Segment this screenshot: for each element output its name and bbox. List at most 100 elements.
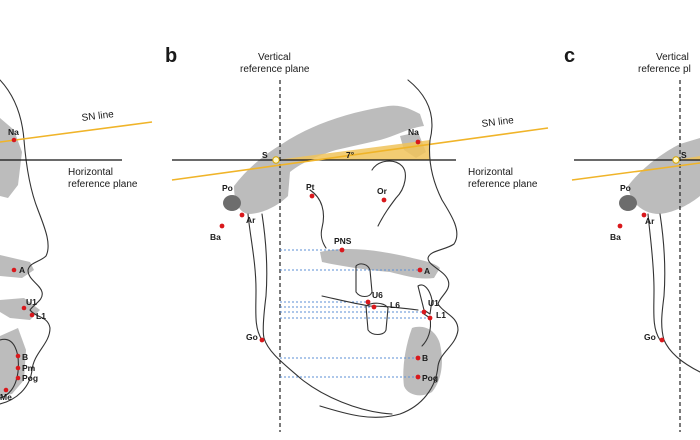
panel-b-label-s: S [262,150,268,160]
panel-b-point-pog [415,374,421,380]
panel-b-sn-line [171,127,549,181]
panel-b-upper-molar [355,263,373,298]
panel-b-horizontal-reference-label-1: Horizontal [468,167,513,178]
panel-c-ramus-outline [647,213,661,341]
panel-b-point-na [415,139,421,145]
panel-b-vertical-reference-label-2: reference plane [240,64,310,75]
panel-c-label-ar: Ar [645,216,655,226]
panel-b-label-pog: Pog [422,373,438,383]
panel-b-label-u1: U1 [428,298,439,308]
panel-b-point-u6 [365,299,371,305]
panel-b-label-b: B [422,353,428,363]
panel-c-point-go [659,337,665,343]
panel-c: c Vertical reference pl S Po Ar Ba Go [564,45,700,432]
panel-a-cranial-bone [0,118,22,198]
panel-b-vertical-reference-label-1: Vertical [258,52,291,63]
panel-b-cranial-base-bone [234,105,424,214]
panel-b-porion-bone [223,195,241,211]
panel-b-label-l1: L1 [436,310,446,320]
panel-b-label-pns: PNS [334,236,352,246]
panel-c-point-ba [617,223,623,229]
panel-c-sn-line [571,162,700,181]
panel-b-maxilla-bone [320,249,440,279]
panel-c-vertical-reference-label-1: Vertical [656,52,689,63]
panel-a-symphysis-bone [0,328,26,396]
panel-c-label-ba: Ba [610,232,621,242]
panel-b-label-na: Na [408,127,419,137]
panel-c-vertical-reference-label-2: reference pl [638,64,691,75]
panel-b-point-ar [239,212,245,218]
panel-b-label-u6: U6 [372,290,383,300]
panel-b-label-ar: Ar [246,215,256,225]
panel-c-point-s [672,156,680,164]
panel-b-point-a [417,267,423,273]
panel-b-point-l1 [427,315,433,321]
panel-b-letter: b [165,45,177,67]
panel-b-point-or [381,197,387,203]
panel-b-point-u1 [421,309,427,315]
panel-a-point-pm [15,365,21,371]
panel-a: SN line Horizontal reference plane Na A … [0,79,153,405]
panel-b-occlusal-outline [321,295,419,311]
panel-b: b Vertical reference plane Horizontal re… [165,45,549,432]
panel-b-angle-label: 7° [346,150,355,160]
panel-c-label-po: Po [620,183,631,193]
panel-c-label-s: S [681,150,687,160]
panel-a-point-a [11,267,17,273]
panel-a-point-pog [15,375,21,381]
panel-b-sn-line-label: SN line [481,115,515,130]
panel-a-point-b [15,353,21,359]
panel-b-point-s [272,156,280,164]
panel-b-orbit-outline [371,160,406,227]
panel-c-letter: c [564,45,575,67]
panel-b-horizontal-reference-label-2: reference plane [468,179,538,190]
panel-b-point-pns [339,247,345,253]
panel-c-porion-bone [619,195,637,211]
panel-a-label-pm: Pm [22,363,36,373]
panel-b-label-go: Go [246,332,258,342]
panel-b-point-l6 [371,304,377,310]
panel-b-point-pt [309,193,315,199]
panel-b-projection-lines [280,249,428,378]
panel-a-point-u1 [21,305,27,311]
panel-a-point-l1 [29,312,35,318]
panel-a-soft-tissue-profile [0,79,51,405]
panel-a-label-u1: U1 [26,297,37,307]
panel-b-label-a: A [424,266,430,276]
panel-b-point-ba [219,223,225,229]
panel-a-maxilla-bone [0,255,34,278]
panel-b-sn-angle-wedge [276,140,430,160]
panel-a-label-pog: Pog [22,373,38,383]
panel-b-upper-incisor [417,284,433,315]
panel-a-label-a: A [19,265,25,275]
panel-a-point-me [3,387,9,393]
panel-b-label-ba: Ba [210,232,221,242]
panel-b-point-go [259,337,265,343]
panel-a-horizontal-reference-label-2: reference plane [68,179,138,190]
panel-b-mandible-outline [261,213,393,415]
panel-a-label-l1: L1 [36,311,46,321]
panel-c-label-go: Go [644,332,656,342]
panel-b-label-po: Po [222,183,233,193]
panel-b-symphysis-bone [403,326,442,396]
panel-b-label-or: Or [377,186,388,196]
panel-a-label-b: B [22,352,28,362]
panel-c-point-ar [641,212,647,218]
panel-c-sn-angle-wedge [676,156,700,160]
panel-c-cranial-base-bone [628,138,700,214]
panel-a-label-me: Me [0,392,12,402]
panel-a-sn-line-label: SN line [81,109,115,124]
panel-b-lower-molar [365,302,389,336]
panel-a-point-na [11,137,17,143]
panel-b-label-pt: Pt [306,182,315,192]
panel-b-pterygoid-outline [309,189,327,249]
panel-a-horizontal-reference-label-1: Horizontal [68,167,113,178]
panel-c-mandible-outline [659,213,700,373]
panel-a-sn-line [0,121,153,143]
panel-b-label-l6: L6 [390,300,400,310]
panel-b-ramus-outline [247,213,263,341]
panel-b-point-b [415,355,421,361]
panel-a-mandible-outline [0,338,19,399]
panel-a-label-na: Na [8,127,19,137]
